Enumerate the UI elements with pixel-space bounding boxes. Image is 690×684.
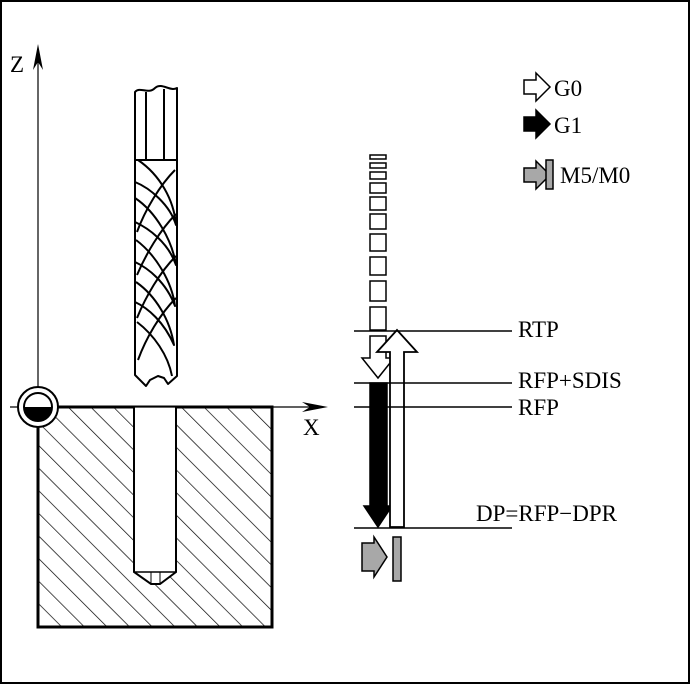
g1-feed-arrow <box>362 382 394 529</box>
m5-m0-stop-icon <box>361 534 402 582</box>
rtp-label: RTP <box>518 317 559 342</box>
z-axis-label: Z <box>10 52 24 77</box>
g0-legend-icon <box>523 71 552 103</box>
drill-bit-icon <box>134 85 178 387</box>
workpiece-zero-icon <box>17 386 59 428</box>
dp-label: DP=RFP−DPR <box>476 501 618 526</box>
g0-retract-arrow <box>374 328 420 528</box>
rfp-label: RFP <box>518 395 559 420</box>
z-axis <box>33 44 43 420</box>
g1-legend-label: G1 <box>554 113 582 138</box>
legend: G0 G1 M5/M0 <box>523 71 630 191</box>
g0-rapid-traverse-path <box>369 154 387 331</box>
x-axis <box>10 402 328 412</box>
x-axis-label: X <box>303 415 320 440</box>
m5m0-legend-label: M5/M0 <box>560 163 630 188</box>
drilled-hole <box>133 407 177 585</box>
g0-legend-label: G0 <box>554 76 582 101</box>
m5m0-legend-icon <box>523 159 552 191</box>
g1-legend-icon <box>523 108 552 140</box>
rfp-sdis-label: RFP+SDIS <box>518 368 622 393</box>
